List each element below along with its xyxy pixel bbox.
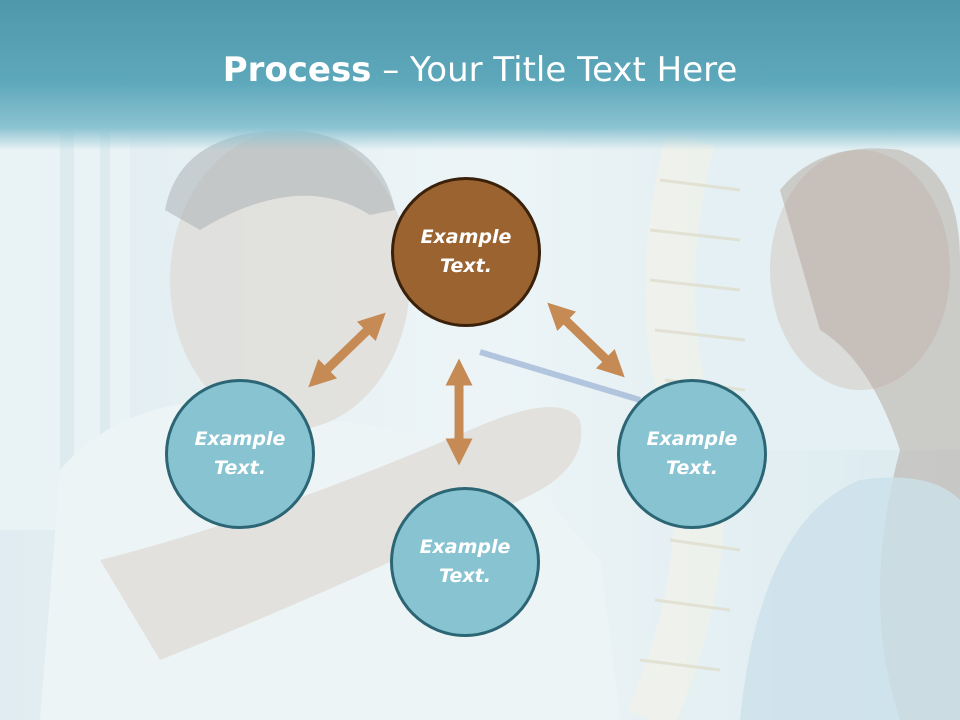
process-node-left[interactable]: Example Text. xyxy=(165,379,315,529)
title-rest: – Your Title Text Here xyxy=(371,50,738,90)
process-node-right[interactable]: Example Text. xyxy=(617,379,767,529)
process-node-right-label: Example Text. xyxy=(646,428,738,479)
header-band xyxy=(0,0,960,150)
process-node-left-label: Example Text. xyxy=(194,428,286,479)
process-node-top[interactable]: Example Text. xyxy=(391,177,541,327)
slide-title: Process – Your Title Text Here xyxy=(0,50,960,90)
arrow-top-right xyxy=(547,302,625,378)
title-bold: Process xyxy=(222,50,372,90)
process-node-bottom-label: Example Text. xyxy=(419,536,511,587)
process-node-bottom[interactable]: Example Text. xyxy=(390,487,540,637)
arrow-left-top xyxy=(308,312,386,388)
process-node-top-label: Example Text. xyxy=(420,226,512,277)
